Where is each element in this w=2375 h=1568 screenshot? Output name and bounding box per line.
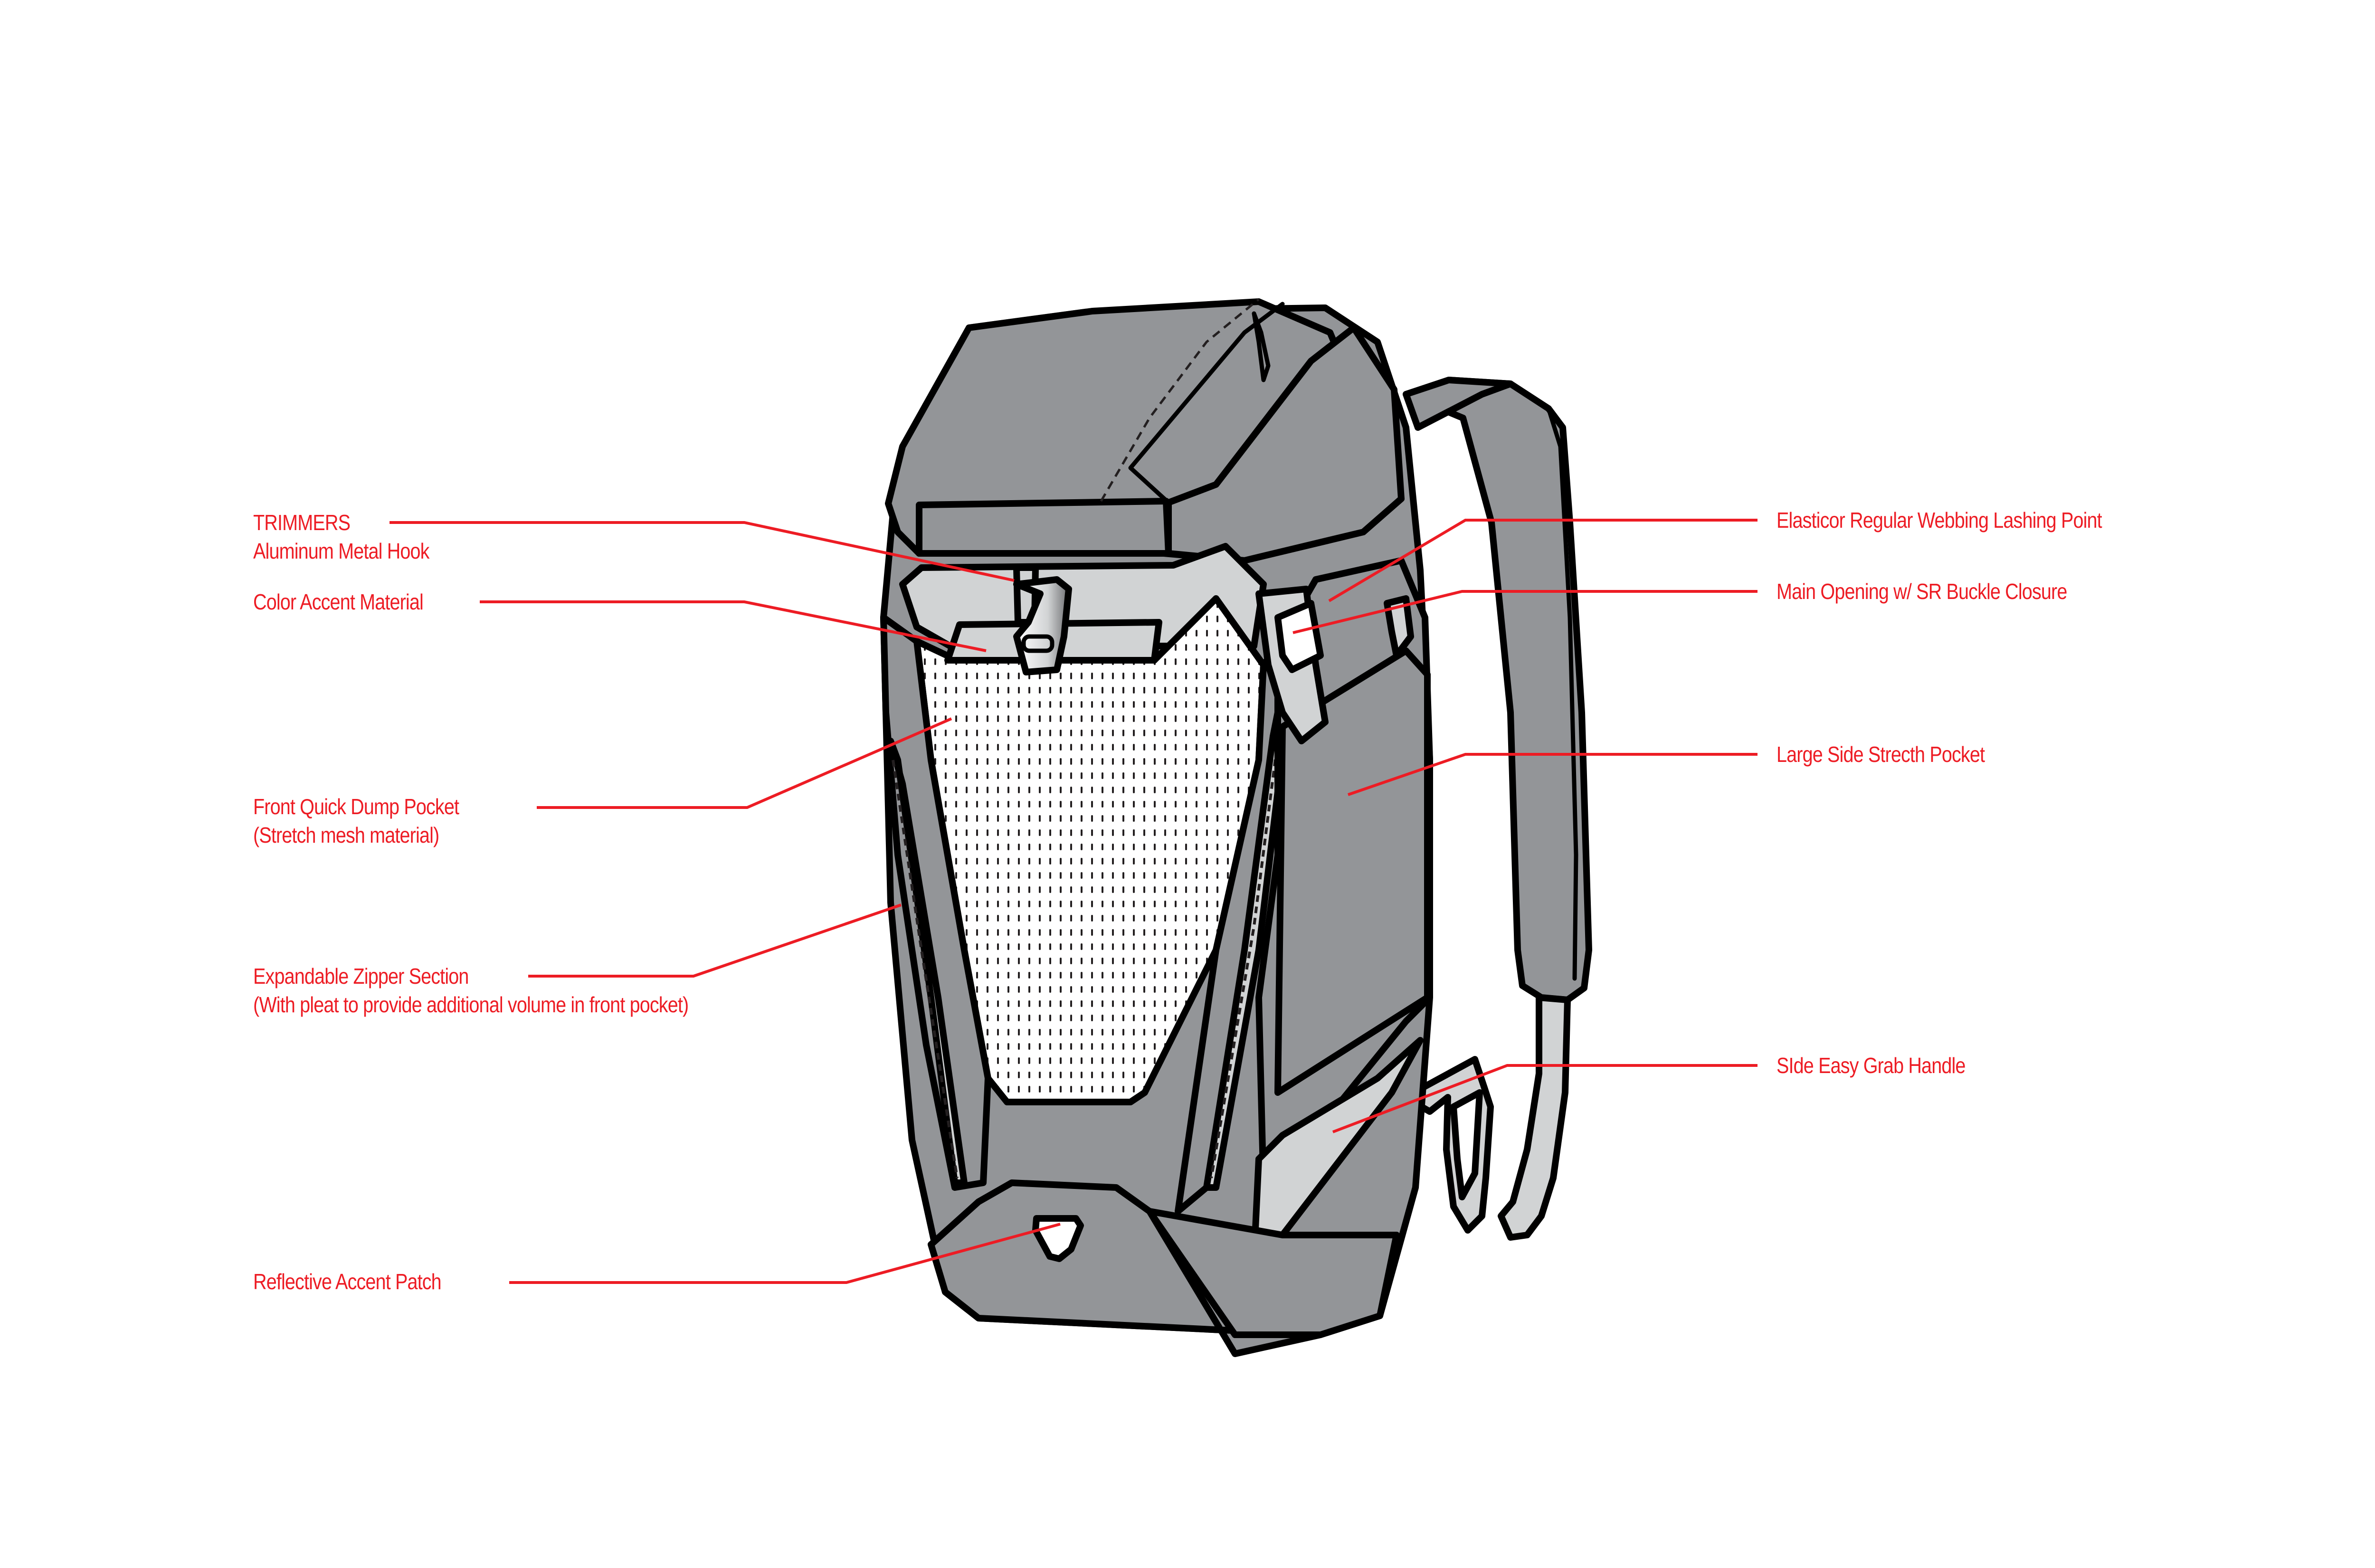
callout-zipper: Expandable Zipper Section (With pleat to… xyxy=(253,962,689,1019)
callout-side-pocket-title: Large Side Strecth Pocket xyxy=(1776,742,1985,767)
shoulder-strap xyxy=(1403,377,1592,1241)
callout-elasticor-title: Elasticor Regular Webbing Lashing Point xyxy=(1776,508,2102,532)
bottom-panel xyxy=(928,1179,1400,1357)
leader-elasticor xyxy=(1328,519,1758,602)
callout-color-accent: Color Accent Material xyxy=(253,588,424,616)
callout-main-opening-title: Main Opening w/ SR Buckle Closure xyxy=(1776,579,2067,604)
leader-side-pocket xyxy=(1348,753,1758,796)
leader-front-pocket xyxy=(537,717,952,809)
callout-front-pocket: Front Quick Dump Pocket (Stretch mesh ma… xyxy=(253,792,459,849)
callout-reflective: Reflective Accent Patch xyxy=(253,1267,442,1296)
side-pocket xyxy=(1251,557,1433,1262)
callout-trimmers-detail: Aluminum Metal Hook xyxy=(253,539,429,563)
top-lid xyxy=(885,298,1405,564)
callout-side-pocket: Large Side Strecth Pocket xyxy=(1776,740,1985,769)
leader-grab-handle xyxy=(1332,1064,1758,1133)
grab-handle xyxy=(1402,1056,1494,1234)
callout-front-pocket-detail: (Stretch mesh material) xyxy=(253,823,439,847)
leader-zipper xyxy=(528,903,902,978)
callout-zipper-detail: (With pleat to provide additional volume… xyxy=(253,992,689,1017)
callout-main-opening: Main Opening w/ SR Buckle Closure xyxy=(1776,577,2067,606)
callout-zipper-title: Expandable Zipper Section xyxy=(253,964,469,988)
leader-lines xyxy=(390,519,1758,1284)
aluminum-hook xyxy=(1013,564,1072,675)
callout-grab-handle-title: SIde Easy Grab Handle xyxy=(1776,1053,1966,1078)
sr-buckle xyxy=(1274,600,1324,673)
front-panel xyxy=(880,543,1291,1215)
leader-main-opening xyxy=(1292,590,1758,634)
callout-grab-handle: SIde Easy Grab Handle xyxy=(1776,1051,1966,1080)
leader-color-accent xyxy=(480,600,987,652)
leader-reflective xyxy=(509,1223,1061,1284)
callout-reflective-title: Reflective Accent Patch xyxy=(253,1269,442,1294)
callout-elasticor: Elasticor Regular Webbing Lashing Point xyxy=(1776,506,2102,534)
callout-front-pocket-title: Front Quick Dump Pocket xyxy=(253,794,459,819)
callout-color-accent-title: Color Accent Material xyxy=(253,589,424,614)
callout-trimmers: TRIMMERS Aluminum Metal Hook xyxy=(253,508,429,565)
leader-trimmers xyxy=(390,521,1015,582)
callout-trimmers-title: TRIMMERS xyxy=(253,510,351,535)
